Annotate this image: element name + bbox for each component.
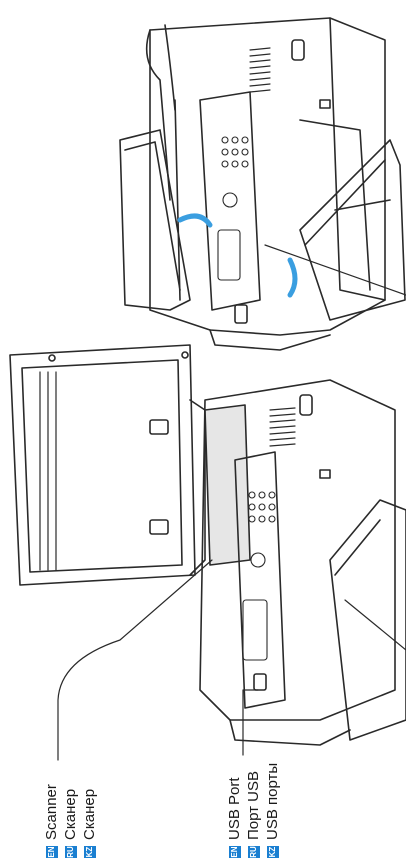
lang-badge-en: EN (228, 846, 241, 858)
scanner-label-kz: KZ Сканер (81, 789, 98, 858)
scanner-label-text: Сканер (81, 788, 98, 840)
lang-badge-kz: KZ (83, 846, 96, 858)
lang-badge-ru: RU (247, 846, 260, 858)
printer-scanner-lid-open-illustration (9, 344, 406, 761)
lang-badge-kz: KZ (266, 846, 279, 858)
usb-port-label-text: USB порты (264, 762, 281, 840)
scanner-label-en: EN Scanner (43, 784, 60, 858)
scanner-label-text: Сканер (62, 788, 79, 840)
scanner-label-ru: RU Сканер (62, 789, 79, 858)
usb-port-label-text: USB Port (226, 777, 243, 840)
printer-closed-illustration (119, 17, 406, 351)
usb-port-label-text: Порт USB (245, 770, 262, 840)
usb-port-label-en: EN USB Port (226, 777, 243, 858)
usb-port-label-kz: KZ USB порты (264, 763, 281, 858)
usb-port-label-ru: RU Порт USB (245, 771, 262, 858)
scanner-label-text: Scanner (43, 784, 60, 840)
lang-badge-en: EN (45, 846, 58, 858)
lang-badge-ru: RU (64, 846, 77, 858)
